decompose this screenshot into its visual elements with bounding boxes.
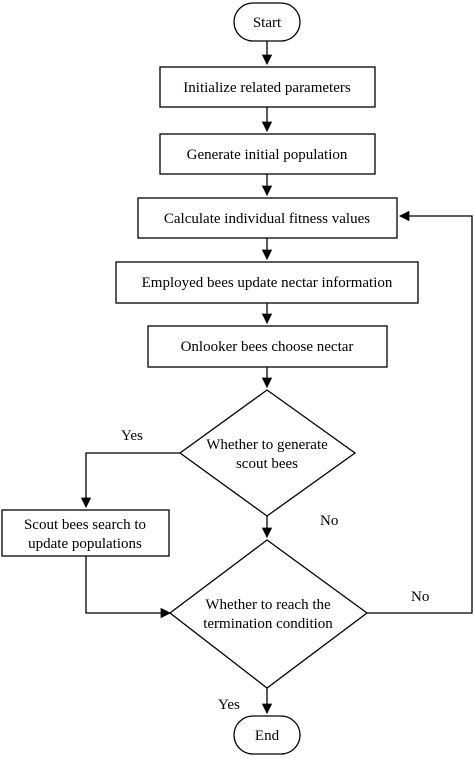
decision-term-label-line2: termination condition — [203, 616, 333, 632]
onlooker-bees-box — [147, 325, 388, 368]
onlooker-bees-label: Onlooker bees choose nectar — [181, 339, 354, 355]
calc-fitness-label: Calculate individual fitness values — [164, 211, 370, 227]
arrow-scout-to-decision-term — [85, 556, 172, 619]
end-terminator — [233, 715, 301, 755]
arrow-decision-term-no-loop — [367, 210, 473, 614]
employed-bees-label: Employed bees update nectar information — [142, 275, 393, 291]
decision-term-diamond — [168, 539, 369, 689]
label-no-term: No — [411, 589, 429, 605]
label-yes-term: Yes — [218, 697, 240, 713]
arrow-decision-scout-yes — [80, 452, 180, 509]
end-label: End — [255, 728, 280, 744]
employed-bees-box — [115, 261, 419, 304]
label-no-scout: No — [320, 513, 338, 529]
scout-search-label-line1: Scout bees search to — [24, 517, 146, 533]
generate-population-label: Generate initial population — [187, 147, 348, 163]
decision-scout-label-line2: scout bees — [236, 456, 298, 472]
start-label: Start — [253, 15, 282, 31]
init-params-box — [159, 66, 376, 108]
calc-fitness-box — [137, 197, 398, 239]
scout-search-box — [1, 509, 170, 557]
decision-scout-diamond — [178, 389, 357, 517]
decision-scout-label-line1: Whether to generate — [206, 437, 328, 453]
scout-search-label-line2: update populations — [28, 536, 142, 552]
decision-term-label-line1: Whether to reach the — [205, 597, 331, 613]
label-yes-scout: Yes — [121, 428, 143, 444]
init-params-label: Initialize related parameters — [183, 80, 351, 96]
